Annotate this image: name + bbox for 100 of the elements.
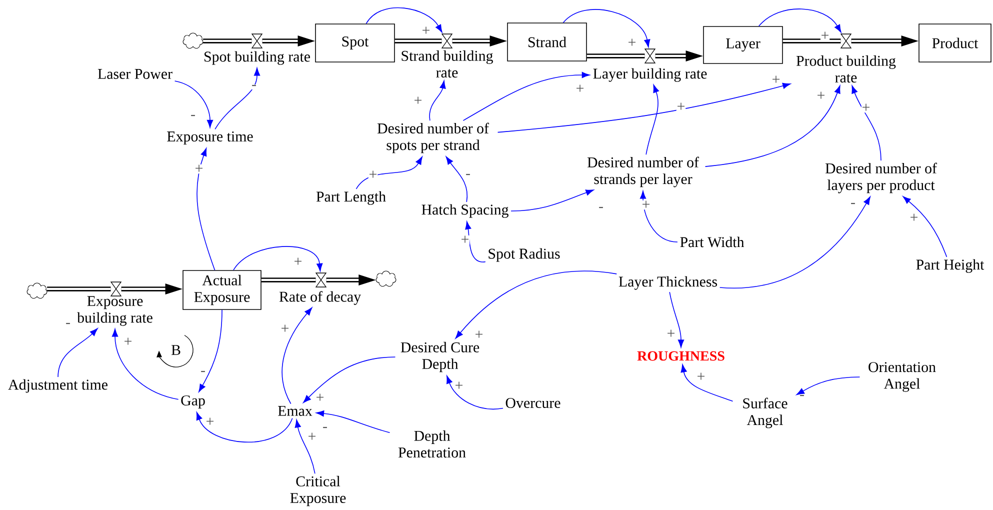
flow-label: Product building rate	[796, 55, 896, 83]
polarity-sign: +	[460, 235, 470, 245]
polarity-sign: +	[194, 164, 204, 174]
causal-arrow	[316, 410, 390, 434]
causal-arrow	[758, 8, 842, 33]
flow-pipe	[47, 286, 111, 292]
polarity-sign: +	[676, 102, 686, 112]
variable-label: Emax	[278, 406, 312, 416]
polarity-sign: -	[850, 202, 856, 208]
causal-arrow	[112, 328, 179, 400]
variable-label: Depth Penetration	[398, 430, 466, 458]
causal-arrow	[198, 310, 222, 392]
causal-arrow	[58, 328, 98, 378]
polarity-sign: +	[861, 103, 871, 113]
variable-label: Adjustment time	[8, 379, 108, 393]
stock-box: Product	[918, 24, 992, 62]
causal-arrow	[902, 196, 948, 258]
variable-label: Desired number of strands per layer	[587, 156, 699, 188]
polarity-sign: +	[641, 200, 651, 210]
causal-arrow	[462, 72, 590, 121]
causal-arrow	[294, 420, 316, 474]
stock-box: Actual Exposure	[182, 270, 262, 310]
variable-label: Layer Thickness	[618, 276, 718, 290]
causal-arrow	[282, 307, 312, 404]
polarity-sign: +	[205, 417, 215, 427]
variable-label: Exposure time	[167, 131, 253, 145]
stock-box: Layer	[703, 26, 783, 64]
causal-arrow	[640, 190, 678, 242]
variable-label: Critical Exposure	[290, 476, 346, 506]
causal-arrow	[669, 292, 684, 348]
polarity-sign: +	[696, 372, 706, 382]
causal-arrow	[366, 7, 442, 33]
polarity-sign: +	[280, 324, 290, 334]
polarity-sign: +	[666, 329, 676, 339]
causal-arrow	[233, 246, 323, 272]
flow-label: Strand building rate	[402, 50, 493, 78]
flow-pipe	[782, 38, 841, 44]
variable-label: Desired Cure Depth	[400, 342, 480, 372]
variable-label: Desired number of layers per product	[825, 162, 937, 194]
causal-arrow	[303, 356, 396, 403]
polarity-sign: +	[909, 213, 919, 223]
causal-arrow	[455, 270, 618, 339]
polarity-sign: +	[820, 31, 830, 41]
flow-label: Layer building rate	[593, 68, 707, 82]
polarity-sign: -	[251, 84, 257, 90]
flow-label: Exposure building rate	[77, 296, 152, 326]
causal-arrow	[719, 196, 870, 289]
variable-label: Part Length	[316, 191, 386, 205]
polarity-sign: +	[413, 96, 423, 106]
variable-label: Overcure	[506, 398, 560, 408]
variable-label: Spot Radius	[488, 248, 560, 262]
flow-pipe	[261, 278, 316, 282]
causal-arrow	[446, 156, 468, 202]
variable-label: Part Height	[916, 259, 984, 273]
polarity-sign: +	[454, 381, 464, 391]
flow-pipe	[394, 38, 442, 44]
causal-arrow	[796, 376, 860, 396]
polarity-sign: -	[465, 174, 471, 178]
polarity-sign: +	[123, 337, 133, 347]
cloud-symbol	[26, 282, 48, 299]
causal-arrow	[497, 82, 791, 133]
variable-label: Surface Angel	[743, 398, 788, 428]
polarity-sign: +	[307, 432, 317, 442]
polarity-sign: +	[771, 75, 781, 85]
polarity-sign: +	[474, 330, 484, 340]
causal-arrow	[465, 221, 486, 262]
polarity-sign: +	[368, 170, 378, 180]
polarity-sign: -	[190, 114, 196, 120]
polarity-sign: +	[315, 393, 325, 403]
causal-arrow	[446, 376, 504, 410]
cloud-symbol	[376, 270, 396, 287]
causal-arrow	[680, 364, 734, 402]
causal-arrow	[429, 80, 446, 121]
polarity-sign: +	[627, 38, 637, 48]
stock-box: Spot	[315, 24, 395, 62]
polarity-sign: -	[799, 394, 805, 400]
polarity-sign: -	[200, 370, 206, 376]
polarity-sign: +	[575, 84, 585, 94]
variable-label: Desired number of spots per strand	[377, 122, 489, 154]
variable-label: Laser Power	[98, 69, 172, 79]
polarity-sign: -	[322, 426, 328, 432]
flow-label: Spot building rate	[204, 51, 310, 65]
causal-arrow	[562, 9, 650, 48]
variable-label: Part Width	[680, 236, 744, 248]
causal-arrow	[356, 156, 422, 190]
causal-arrow	[196, 148, 216, 270]
variable-label: Hatch Spacing	[422, 204, 508, 218]
causal-arrow	[852, 85, 882, 161]
stock-box: Strand	[507, 22, 587, 62]
polarity-sign: +	[816, 91, 826, 101]
flow-pipe	[203, 38, 252, 44]
polarity-sign: -	[598, 206, 604, 212]
polarity-sign: +	[421, 26, 431, 36]
variable-label: Gap	[181, 395, 205, 409]
cloud-symbol	[182, 32, 204, 49]
causal-arrow	[510, 190, 594, 212]
flow-label: Rate of decay	[279, 291, 361, 305]
causal-arrow	[704, 85, 840, 167]
polarity-sign: -	[65, 322, 71, 328]
variable-label: ROUGHNESS	[637, 351, 724, 361]
